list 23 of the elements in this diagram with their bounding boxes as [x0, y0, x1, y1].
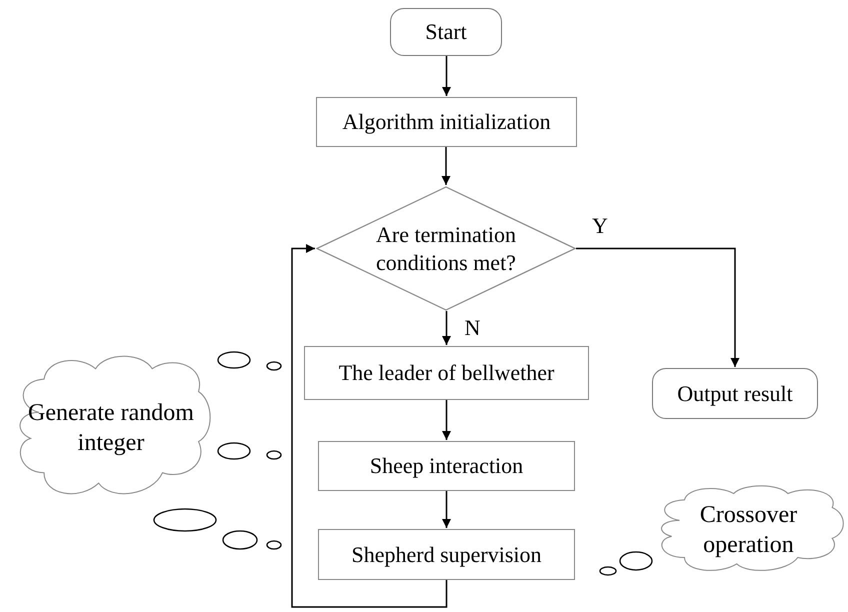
process-box [316, 97, 577, 147]
arrow [291, 244, 448, 608]
node-label: Shepherd supervision [350, 540, 543, 568]
node-label: Generate random integer [27, 399, 195, 458]
terminal-box [390, 8, 502, 56]
arrow [442, 311, 451, 345]
terminal-box [652, 368, 818, 419]
arrow [576, 248, 740, 367]
node-label: Start [424, 18, 468, 46]
arrow [442, 147, 450, 185]
arrow [442, 56, 451, 96]
node-label: Crossover operation [698, 501, 798, 560]
node-label: Algorithm initialization [341, 108, 552, 136]
arrow [442, 491, 451, 528]
process-box [304, 346, 589, 400]
decision-diamond [316, 186, 576, 311]
node-label: Sheep interaction [368, 452, 524, 480]
node-label: Are termination conditions met? [375, 221, 517, 276]
arrow [442, 400, 451, 440]
process-box [318, 441, 575, 491]
node-label: The leader of bellwether [338, 359, 556, 387]
process-box [318, 529, 575, 580]
node-label: Output result [676, 380, 794, 408]
